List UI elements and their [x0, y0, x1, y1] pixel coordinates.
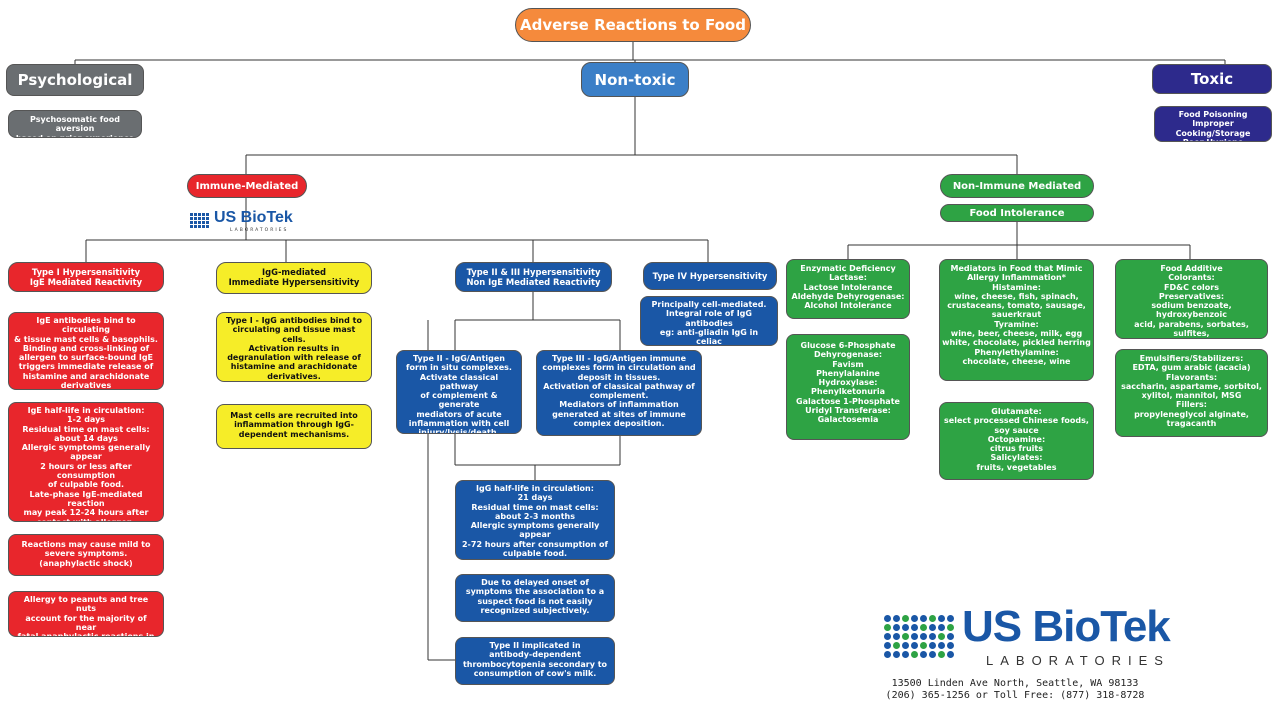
us-biotek-logo-small: US BioTek LABORATORIES [190, 209, 310, 235]
nontoxic-label: Non-toxic [594, 70, 676, 89]
page-title: Adverse Reactions to Food [520, 16, 746, 34]
additive-box-1: Food Additive Colorants: FD&C colors Pre… [1115, 259, 1268, 339]
mediators-box-2: Glutamate: select processed Chinese food… [939, 402, 1094, 480]
mediators-box-1: Mediators in Food that Mimic Allergy Inf… [939, 259, 1094, 381]
type1-header: Type I Hypersensitivity IgE Mediated Rea… [8, 262, 164, 292]
us-biotek-logo: US BioTek LABORATORIES [884, 602, 1204, 705]
immune-mediated-box: Immune-Mediated [187, 174, 307, 198]
type1-box-2-text: IgE half-life in circulation: 1-2 days R… [21, 406, 151, 521]
type1-box-3: Reactions may cause mild to severe sympt… [8, 534, 164, 576]
type1-box-1-text: IgE antibodies bind to circulating & tis… [14, 316, 158, 390]
logo-dots-icon-large [884, 615, 954, 658]
type23-box-2-text: Due to delayed onset of symptoms the ass… [465, 578, 605, 615]
psychological-label: Psychological [17, 71, 133, 89]
type1-box-4: Allergy to peanuts and tree nuts account… [8, 591, 164, 637]
type1-box-4-text: Allergy to peanuts and tree nuts account… [17, 595, 155, 637]
type1-box-2: IgE half-life in circulation: 1-2 days R… [8, 402, 164, 522]
enzymatic-box-1: Enzymatic Deficiency Lactase: Lactose In… [786, 259, 910, 319]
nontoxic-box: Non-toxic [581, 62, 689, 97]
type23-box-2: Due to delayed onset of symptoms the ass… [455, 574, 615, 622]
type23-header-text: Type II & III Hypersensitivity Non IgE M… [466, 267, 601, 287]
immune-mediated-label: Immune-Mediated [195, 180, 299, 192]
type3-box-text: Type III - IgG/Antigen immune complexes … [542, 354, 696, 429]
type4-header-text: Type IV Hypersensitivity [652, 271, 768, 281]
logo-small-sub: LABORATORIES [230, 228, 289, 233]
enzymatic-box-2-text: Glucose 6-Phosphate Dehyrogenase: Favism… [796, 341, 900, 425]
type23-box-3: Type II implicated in antibody-dependent… [455, 637, 615, 685]
additive-box-1-text: Food Additive Colorants: FD&C colors Pre… [1134, 264, 1249, 339]
logo-sub: LABORATORIES [986, 653, 1170, 668]
psychological-desc: Psychosomatic food aversion based on pri… [16, 115, 134, 137]
toxic-desc: Food Poisoning Improper Cooking/Storage … [1175, 110, 1251, 141]
food-intolerance-box: Food Intolerance [940, 204, 1094, 222]
mediators-box-2-text: Glutamate: select processed Chinese food… [944, 407, 1089, 472]
toxic-box: Toxic [1152, 64, 1272, 94]
title-box: Adverse Reactions to Food [515, 8, 751, 42]
type23-box-1: IgG half-life in circulation: 21 days Re… [455, 480, 615, 560]
logo-name: US BioTek [962, 602, 1171, 651]
toxic-desc-box: Food Poisoning Improper Cooking/Storage … [1154, 106, 1272, 142]
type23-box-1-text: IgG half-life in circulation: 21 days Re… [461, 484, 608, 559]
psychological-box: Psychological [6, 64, 144, 96]
logo-small-name: US BioTek [214, 209, 293, 226]
additive-box-2-text: Emulsifiers/Stabilizers: EDTA, gum arabi… [1121, 354, 1262, 429]
toxic-label: Toxic [1190, 70, 1234, 88]
igg-box-1-text: Type I - IgG antibodies bind to circulat… [226, 316, 362, 381]
type1-box-3-text: Reactions may cause mild to severe sympt… [21, 540, 151, 568]
logo-dots-icon [190, 213, 209, 228]
enzymatic-box-2: Glucose 6-Phosphate Dehyrogenase: Favism… [786, 334, 910, 440]
type2-box: Type II - IgG/Antigen form in situ compl… [396, 350, 522, 434]
igg-box-1: Type I - IgG antibodies bind to circulat… [216, 312, 372, 382]
additive-box-2: Emulsifiers/Stabilizers: EDTA, gum arabi… [1115, 349, 1268, 437]
psychological-desc-box: Psychosomatic food aversion based on pri… [8, 110, 142, 138]
igg-header: IgG-mediated Immediate Hypersensitivity [216, 262, 372, 294]
enzymatic-box-1-text: Enzymatic Deficiency Lactase: Lactose In… [791, 264, 905, 311]
igg-box-2: Mast cells are recruited into inflammati… [216, 404, 372, 449]
igg-box-2-text: Mast cells are recruited into inflammati… [230, 411, 358, 439]
igg-header-text: IgG-mediated Immediate Hypersensitivity [228, 267, 360, 287]
type3-box: Type III - IgG/Antigen immune complexes … [536, 350, 702, 436]
nonimmune-box: Non-Immune Mediated [940, 174, 1094, 198]
address: 13500 Linden Ave North, Seattle, WA 9813… [885, 678, 1145, 701]
mediators-box-1-text: Mediators in Food that Mimic Allergy Inf… [942, 264, 1091, 366]
type23-box-3-text: Type II implicated in antibody-dependent… [462, 641, 608, 678]
type2-box-text: Type II - IgG/Antigen form in situ compl… [406, 354, 512, 434]
type4-header: Type IV Hypersensitivity [643, 262, 777, 290]
type1-header-text: Type I Hypersensitivity IgE Mediated Rea… [29, 267, 143, 287]
type4-desc-box: Principally cell-mediated. Integral role… [640, 296, 778, 346]
type23-header: Type II & III Hypersensitivity Non IgE M… [455, 262, 612, 292]
nonimmune-label: Non-Immune Mediated [952, 180, 1082, 192]
type1-box-1: IgE antibodies bind to circulating & tis… [8, 312, 164, 390]
food-intolerance-label: Food Intolerance [969, 207, 1065, 219]
type4-desc-text: Principally cell-mediated. Integral role… [651, 300, 767, 346]
